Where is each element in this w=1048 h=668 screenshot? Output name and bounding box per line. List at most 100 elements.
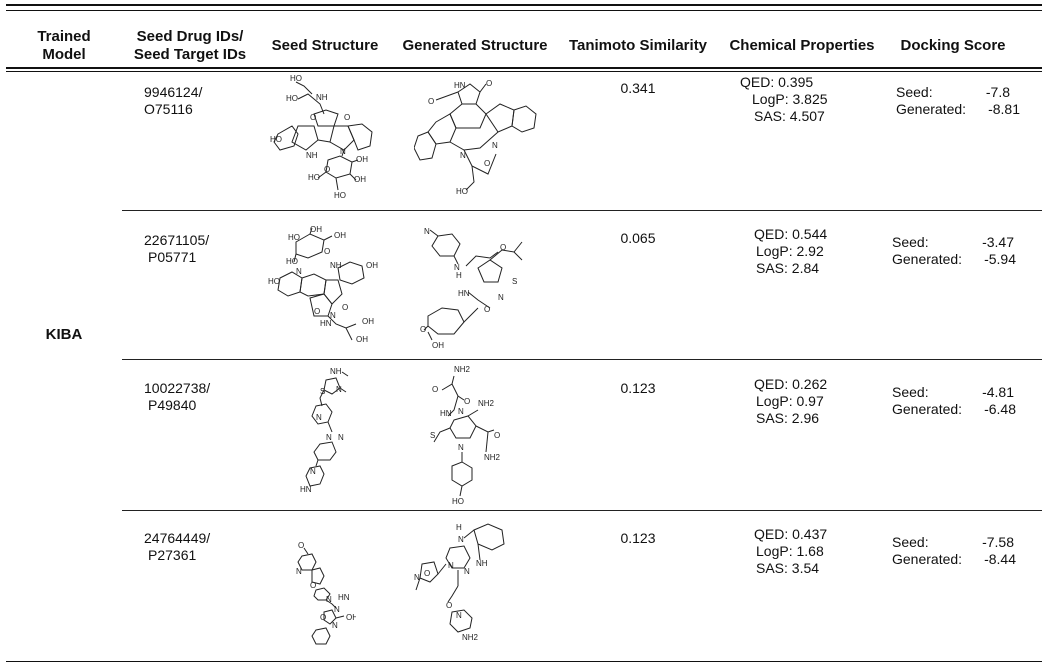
atom-label: HN [300,485,312,494]
bond [463,307,479,323]
atom-label: HN [454,81,466,90]
atom-label: NH2 [462,633,479,642]
seed-structure-image: NH N S N N N N HN [300,367,349,494]
bond [329,125,355,151]
atom-label: N [310,467,316,476]
bond [463,529,475,539]
atom-label: HN [440,409,452,418]
atom-label: S [430,431,435,440]
docking-seed-score: -7.8 [985,84,1010,100]
chemical-properties-cell: QED: 0.395 LogP: 3.825 SAS: 4.507 [740,74,880,125]
bond [511,105,537,133]
docking-seed-score: -7.58 [982,534,1014,550]
seed-ids-cell: 22671105/ P05771 [144,232,254,266]
atom-label: N [316,413,322,422]
qed-value: QED: 0.262 [754,376,828,392]
atom-label: O [500,243,506,252]
atom-label: O [298,541,304,550]
bond [427,331,433,341]
header-seed-structure: Seed Structure [271,37,379,54]
docking-generated-label: Generated: [892,551,963,567]
seed-drug-id: 9946124/ [144,84,203,100]
bond [485,103,515,133]
bond [323,279,343,305]
chemical-properties-cell: QED: 0.262 LogP: 0.97 SAS: 2.96 [740,376,880,427]
docking-seed-score: -3.47 [982,234,1014,250]
docking-generated-line: Generated:-6.48 [890,401,1020,418]
atom-label: NH2 [454,365,471,374]
bond [341,371,349,377]
atom-label: OH [356,335,368,344]
bond [315,459,319,467]
tanimoto-value: 0.065 [620,230,656,246]
atom-label: O [494,431,500,440]
docking-generated-line: Generated:-5.94 [890,251,1020,268]
bond [451,461,473,487]
atom-label: O [486,79,492,88]
bond [427,307,465,335]
atom-label: O [342,303,348,312]
row-separator [122,210,1042,211]
atom-label: O [310,113,316,122]
atom-label: S [512,277,517,286]
header-generated-structure: Generated Structure [402,37,548,54]
docking-score-cell: Seed:-4.81 Generated:-6.48 [890,384,1020,418]
bond [423,325,429,331]
bond [479,83,487,93]
row-separator [122,359,1042,360]
bond [467,291,491,309]
docking-generated-score: -8.44 [984,551,1016,567]
bond [311,403,333,425]
atom-label: OH [432,341,444,350]
bond [313,109,339,127]
bond [419,561,439,583]
atom-label: HO [288,233,300,242]
seed-target-id: P27361 [148,547,197,563]
bond [293,253,297,263]
atom-label: HO [334,191,346,200]
sas-value: SAS: 3.54 [756,560,820,576]
seed-drug-id: 22671105/ [144,232,210,248]
docking-score-cell: Seed:-7.8 Generated:-8.81 [890,84,1020,118]
logp-value: LogP: 2.92 [756,243,824,259]
qed-value: QED: 0.395 [740,74,814,90]
atom-label: N [458,535,464,544]
atom-label: NH [306,151,318,160]
seed-structure-image: HO OH OH HO O NH HO OH N O O N HN OH OH [268,225,378,344]
bond [453,255,459,265]
docking-score-cell: Seed:-3.47 Generated:-5.94 [890,234,1020,268]
atom-label: N [460,151,466,160]
atom-label: N [454,263,460,272]
bond [513,251,523,261]
bond [351,159,359,163]
sas-value: SAS: 2.96 [756,410,820,426]
atom-label: O [428,97,434,106]
atom-label: NH2 [478,399,495,408]
bond [305,465,325,487]
atom-label: NH [330,367,342,376]
bond [475,425,495,433]
docking-score-cell: Seed:-7.58 Generated:-8.44 [890,534,1020,568]
bond [295,81,313,95]
atom-label: NH [476,559,488,568]
atom-label: HN [338,593,350,602]
bond [313,441,337,461]
atom-label: N [326,595,332,604]
bond [337,261,365,285]
atom-label: OH [362,317,374,326]
header-line: Seed Drug IDs/ [136,28,244,45]
atom-label: N [458,407,464,416]
generated-structure-image: N O N H HN S N O O OH [420,227,523,350]
atom-label: N [498,293,504,302]
generated-structure-image: O NH2 O N NH2 HN S N O NH2 HO [430,365,501,506]
bond [449,103,487,129]
header-tanimoto: Tanimoto Similarity [568,37,708,54]
bond [415,577,421,591]
bond [335,615,345,619]
atom-label: N [458,443,464,452]
atom-label: O [484,305,490,314]
tanimoto-value: 0.123 [620,380,656,396]
chemical-properties-cell: QED: 0.437 LogP: 1.68 SAS: 3.54 [740,526,880,577]
docking-seed-label: Seed: [892,384,929,400]
header-rule-thin [6,71,1042,72]
